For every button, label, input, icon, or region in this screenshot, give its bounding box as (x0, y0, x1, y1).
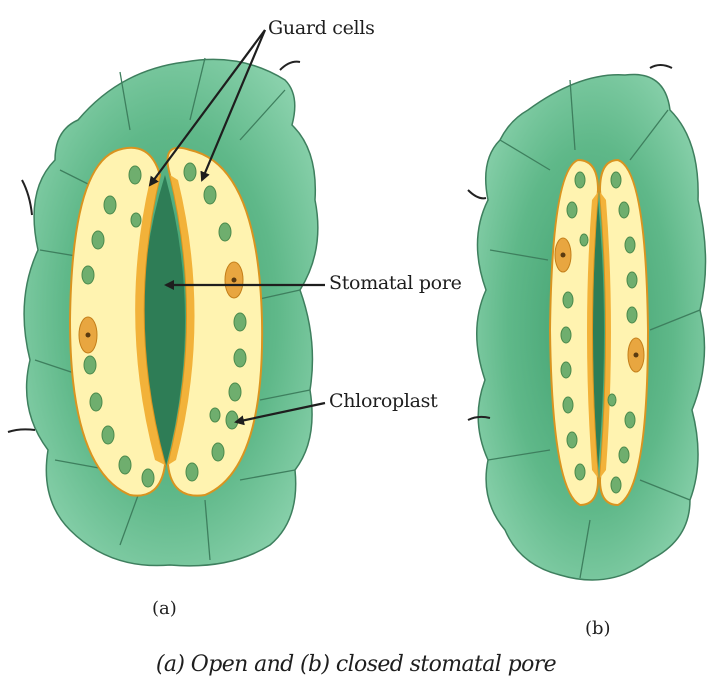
chloroplast-label: Chloroplast (329, 390, 437, 412)
panel-b (468, 65, 706, 580)
panel-b-label: (b) (585, 618, 611, 639)
panel-a-label: (a) (152, 598, 177, 619)
stomatal-pore-label: Stomatal pore (329, 272, 462, 294)
figure-caption: (a) Open and (b) closed stomatal pore (0, 652, 712, 677)
guard-cells-label: Guard cells (268, 17, 375, 39)
panel-a (8, 58, 318, 566)
